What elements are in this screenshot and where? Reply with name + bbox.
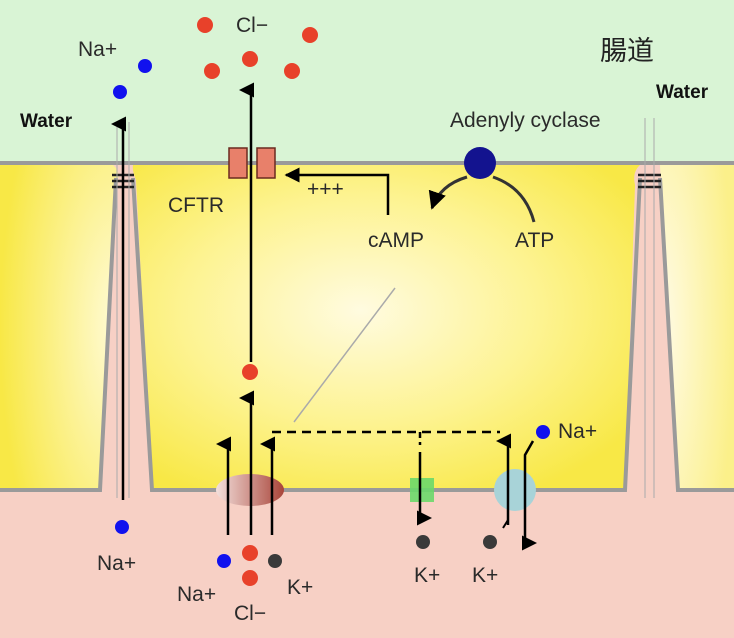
epithelial-cell-right [660, 165, 734, 488]
cl-cotransport-label: Cl− [234, 602, 266, 625]
atp-label: ATP [515, 229, 554, 252]
potassium-ion [416, 535, 430, 549]
sodium-ion [138, 59, 152, 73]
camp-signal-line [293, 287, 396, 423]
intestinal-lumen [0, 0, 734, 165]
chloride-ion [242, 570, 258, 586]
cftr-channel-right [256, 147, 276, 179]
chloride-ion [204, 63, 220, 79]
epithelial-cell-center [132, 165, 641, 488]
camp-label: cAMP [368, 229, 424, 252]
chloride-ion [302, 27, 318, 43]
k-cotransport-label: K+ [287, 576, 313, 599]
na-top-label: Na+ [78, 38, 117, 61]
potassium-ion [268, 554, 282, 568]
k-channel-label: K+ [414, 564, 440, 587]
k-pump-label: K+ [472, 564, 498, 587]
chloride-ion [197, 17, 213, 33]
cftr-label: CFTR [168, 194, 224, 217]
adenylyl-cyclase-label: Adenyly cyclase [450, 109, 601, 132]
na-cotransport-label: Na+ [177, 583, 216, 606]
chloride-ion [242, 364, 258, 380]
na-right-label: Na+ [558, 420, 597, 443]
cftr-channel-left [228, 147, 248, 179]
water-label-left: Water [20, 111, 73, 132]
water-label-right: Water [656, 82, 709, 103]
atp-to-camp-arrow [428, 175, 468, 210]
tight-junction-right [638, 173, 661, 189]
pump-down-arrow [522, 440, 537, 551]
chloride-ion [284, 63, 300, 79]
chloride-ion [242, 545, 258, 561]
camp-activation-arrow [284, 167, 390, 215]
sodium-ion [536, 425, 550, 439]
chloride-ion [242, 51, 258, 67]
lumen-label: 腸道 [600, 36, 654, 67]
adenylyl-cyclase-enzyme [464, 147, 496, 179]
na-bottom-left-label: Na+ [97, 552, 136, 575]
cl-top-label: Cl− [236, 14, 268, 37]
sodium-ion [217, 554, 231, 568]
plus-label: +++ [307, 178, 344, 201]
k-channel [410, 478, 434, 502]
basolateral-membrane [0, 177, 734, 492]
sodium-ion [113, 85, 127, 99]
sodium-ion [115, 520, 129, 534]
potassium-ion [483, 535, 497, 549]
na-k-pump [494, 469, 536, 511]
epithelial-cell-left [0, 165, 119, 488]
